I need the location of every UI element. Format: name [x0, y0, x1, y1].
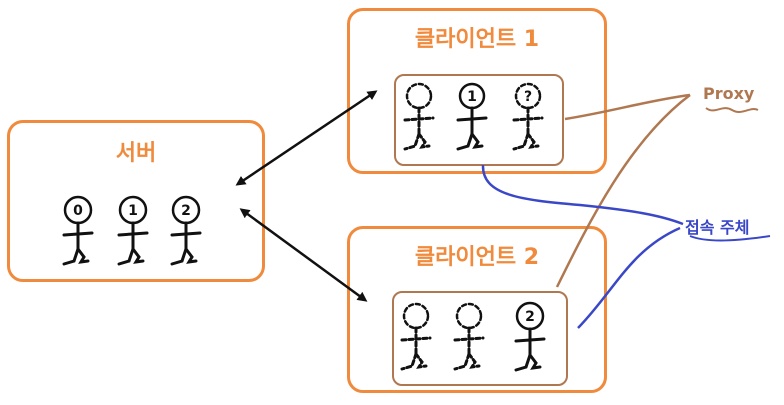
figure-leg-left: [117, 247, 135, 266]
figure-leg-left: [62, 247, 80, 266]
figure-leg-left: [400, 352, 418, 371]
client2-title: 클라이언트 2: [414, 245, 540, 270]
figure-arms: [512, 116, 544, 122]
figure-leg-right: [417, 132, 431, 149]
figures-layer: 0 1 2 1? 2: [62, 82, 546, 372]
figure-arms: [403, 116, 435, 122]
figure-leg-left: [403, 132, 421, 151]
figure-leg-right: [76, 247, 90, 264]
server-figure-1: 1: [117, 195, 149, 266]
figure-arms: [400, 336, 432, 342]
figure-head: [405, 82, 433, 110]
figure-arms: [456, 116, 488, 122]
client1-box: 클라이언트 1: [347, 8, 607, 174]
proxy-line-client1: [564, 93, 691, 121]
server-title: 서버: [115, 141, 157, 166]
figure-leg-right: [184, 247, 198, 264]
client1-figure-2: ?: [512, 82, 544, 151]
client1-figure-1: 1: [456, 82, 488, 151]
figure-leg-right: [528, 353, 542, 370]
figure-leg-left: [514, 353, 532, 372]
subject-line-client2: [577, 226, 681, 329]
figure-number: ?: [524, 89, 532, 105]
proxy-line-client2: [555, 94, 691, 288]
figure-number: 2: [181, 203, 191, 219]
arrow-server-client2: [239, 208, 368, 302]
server-figure-0: 0: [62, 195, 94, 266]
figure-leg-right: [414, 352, 428, 369]
client1-figure-0: [403, 82, 435, 151]
figure-number: 2: [525, 309, 535, 325]
proxy-label: Proxy: [703, 84, 755, 103]
figure-arms: [117, 231, 149, 237]
subject-underline: [689, 235, 771, 242]
client2-figure-1: [453, 302, 485, 371]
arrow-server-client1: [235, 90, 378, 186]
subject-line-client1: [481, 164, 684, 226]
figure-leg-left: [453, 352, 471, 371]
proxy-underline: [705, 107, 759, 113]
client1-title: 클라이언트 1: [414, 27, 540, 52]
client2-figure-0: [400, 302, 432, 371]
client2-figure-2: 2: [514, 301, 546, 372]
figure-head: [402, 302, 430, 330]
figure-leg-right: [526, 132, 540, 149]
figure-leg-right: [131, 247, 145, 264]
figure-head: [455, 302, 483, 330]
server-figure-2: 2: [170, 195, 202, 266]
figure-arms: [62, 231, 94, 237]
figure-leg-left: [456, 132, 474, 151]
figure-leg-left: [170, 247, 188, 266]
figure-leg-right: [467, 352, 481, 369]
figure-number: 1: [128, 203, 138, 219]
figure-arms: [514, 337, 546, 343]
figure-leg-right: [470, 132, 484, 149]
figure-number: 1: [467, 89, 477, 105]
figure-number: 0: [73, 203, 83, 219]
connection-subject-label: 접속 주체: [685, 218, 750, 237]
figure-arms: [170, 231, 202, 237]
figure-leg-left: [512, 132, 530, 151]
figure-arms: [453, 336, 485, 342]
